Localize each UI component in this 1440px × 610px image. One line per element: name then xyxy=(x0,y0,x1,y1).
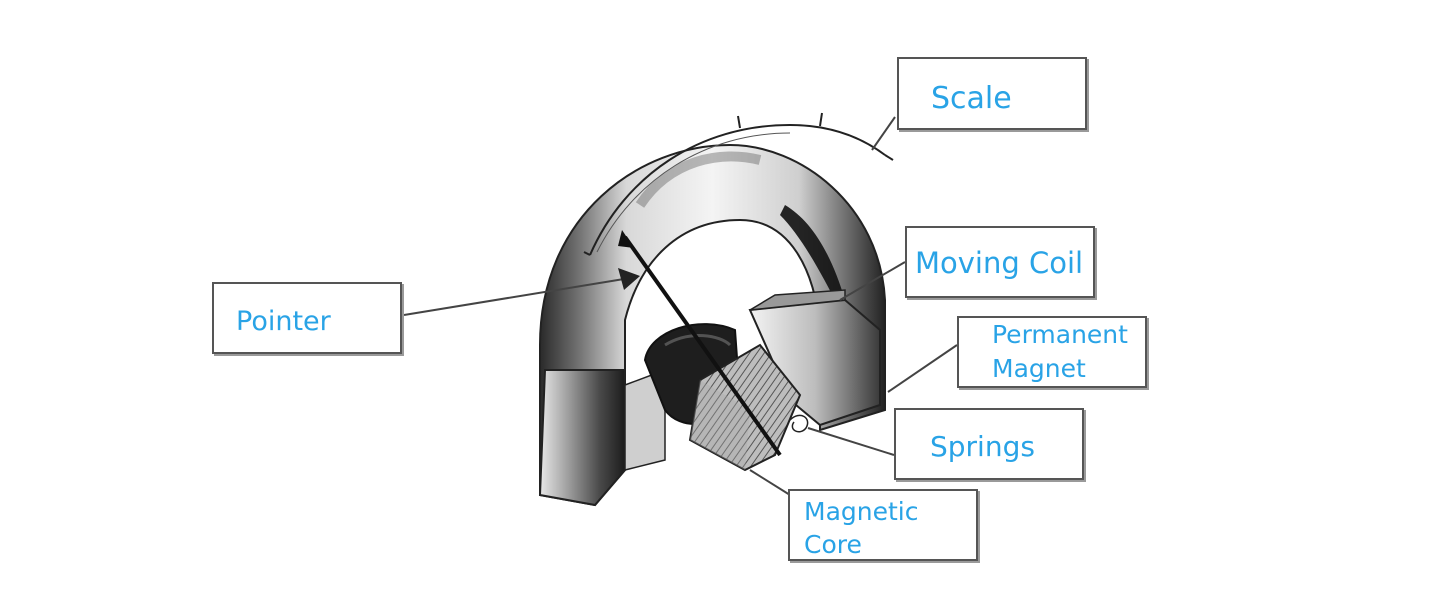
springs-shape xyxy=(789,414,809,433)
leader-line-springs xyxy=(807,427,895,456)
pointer-arrowhead xyxy=(618,268,640,290)
label-permanent-magnet-text: Permanent Magnet xyxy=(992,320,1128,383)
leader-line-moving-coil xyxy=(839,261,906,301)
label-permanent-magnet: Permanent Magnet xyxy=(957,316,1147,388)
label-moving-coil-text: Moving Coil xyxy=(915,246,1084,280)
pointer-needle xyxy=(618,230,782,457)
leader-line-permanent-magnet xyxy=(887,344,958,393)
label-pointer-text: Pointer xyxy=(236,306,331,337)
label-magnetic-core-text: Magnetic Core xyxy=(804,497,919,559)
label-scale: Scale xyxy=(897,57,1087,130)
label-magnetic-core: Magnetic Core xyxy=(788,489,978,561)
leader-line-pointer xyxy=(403,277,631,316)
scale-arc xyxy=(583,112,894,256)
leader-lines xyxy=(403,116,958,496)
label-pointer: Pointer xyxy=(212,282,402,354)
label-scale-text: Scale xyxy=(931,81,1012,116)
leader-line-scale xyxy=(871,116,896,151)
label-springs-text: Springs xyxy=(930,430,1035,463)
label-springs: Springs xyxy=(894,408,1084,480)
label-moving-coil: Moving Coil xyxy=(905,226,1095,298)
leader-line-magnetic-core xyxy=(749,469,791,496)
